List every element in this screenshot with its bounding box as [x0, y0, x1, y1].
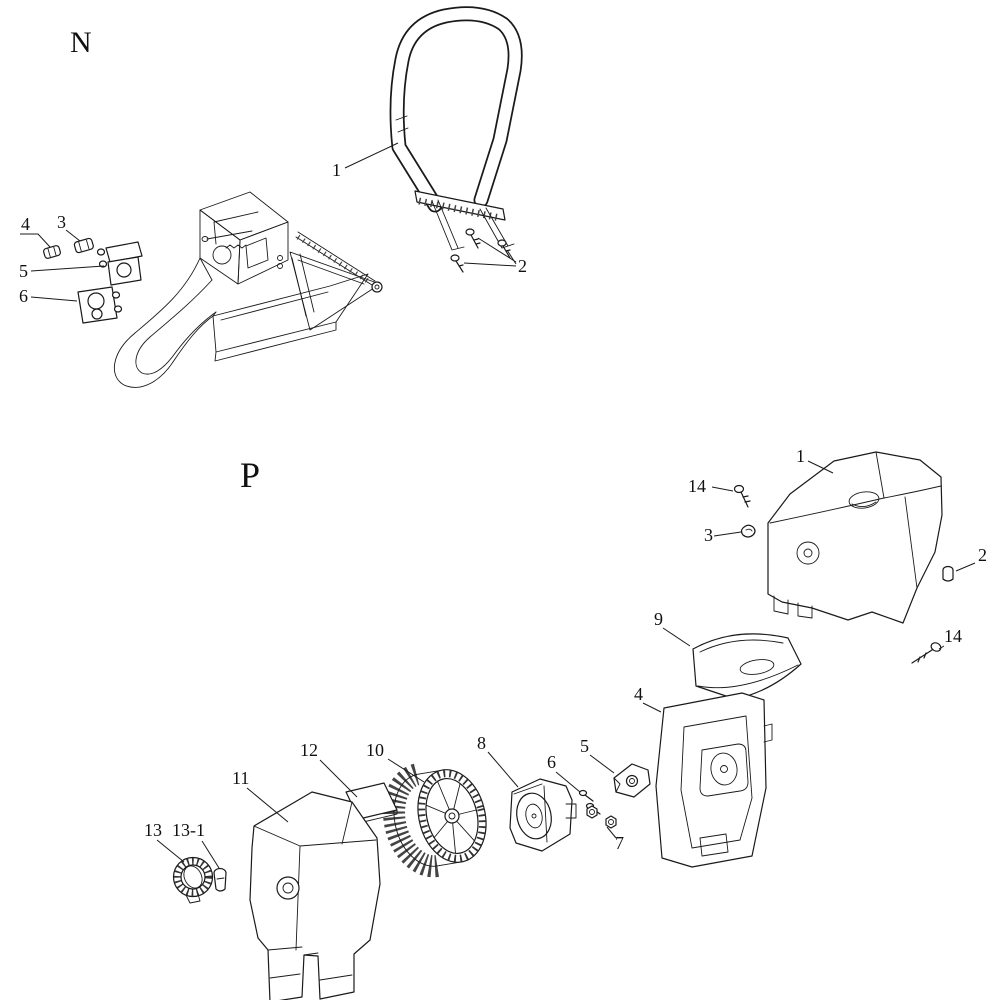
knob-insert-drawing [213, 867, 227, 892]
callout-p-14-side: 14 [944, 626, 962, 646]
callout-p-4: 4 [634, 684, 643, 704]
back-plate-drawing [655, 692, 773, 868]
callout-n-5: 5 [19, 261, 28, 281]
knob-drawing [172, 856, 214, 904]
handle-clip-a-drawing [43, 245, 61, 259]
callout-p-13-1: 13-1 [172, 820, 205, 840]
section-n-callouts: 1 2 3 4 5 6 [19, 142, 527, 306]
callout-p-14-top: 14 [688, 476, 706, 496]
callout-p-1: 1 [796, 446, 805, 466]
handle-clamp-lower-drawing [77, 286, 123, 324]
callout-p-2: 2 [978, 545, 987, 565]
callout-p-9: 9 [654, 609, 663, 629]
mount-screws-drawing [450, 228, 511, 273]
screw-14-side-drawing [911, 642, 942, 664]
air-filter-drawing [383, 763, 487, 878]
callout-p-6: 6 [547, 752, 556, 772]
plug-cap-drawing [942, 565, 954, 582]
deflector-drawing [692, 633, 802, 700]
callout-p-5: 5 [580, 736, 589, 756]
callout-p-10: 10 [366, 740, 384, 760]
handle-bar-drawing [389, 6, 523, 251]
handle-clip-b-drawing [73, 237, 94, 254]
filter-housing-drawing [509, 778, 577, 852]
nuts-7-drawing [586, 805, 617, 829]
section-p-label: P [240, 455, 260, 495]
handle-clamp-upper-drawing [96, 241, 143, 286]
filter-cover-drawing [249, 791, 381, 1000]
callout-p-13: 13 [144, 820, 162, 840]
callout-p-7: 7 [615, 833, 624, 853]
callout-p-11: 11 [232, 768, 249, 788]
callout-n-6: 6 [19, 286, 28, 306]
callout-p-3: 3 [704, 525, 713, 545]
section-n-label: N [70, 26, 92, 59]
top-cover-drawing [767, 451, 943, 624]
callout-n-4: 4 [21, 214, 30, 234]
callout-p-12: 12 [300, 740, 318, 760]
section-p-callouts: 1 14 3 2 14 9 4 5 6 7 8 10 12 11 13 13-1 [144, 446, 987, 869]
callout-n-2: 2 [518, 256, 527, 276]
clip-3-drawing [740, 524, 756, 538]
callout-n-1: 1 [332, 160, 341, 180]
callout-p-8: 8 [477, 733, 486, 753]
bracket-5-drawing [613, 763, 651, 798]
chainsaw-powerhead-drawing [113, 191, 383, 388]
screw-14-top-drawing [733, 484, 751, 508]
callout-n-3: 3 [57, 212, 66, 232]
